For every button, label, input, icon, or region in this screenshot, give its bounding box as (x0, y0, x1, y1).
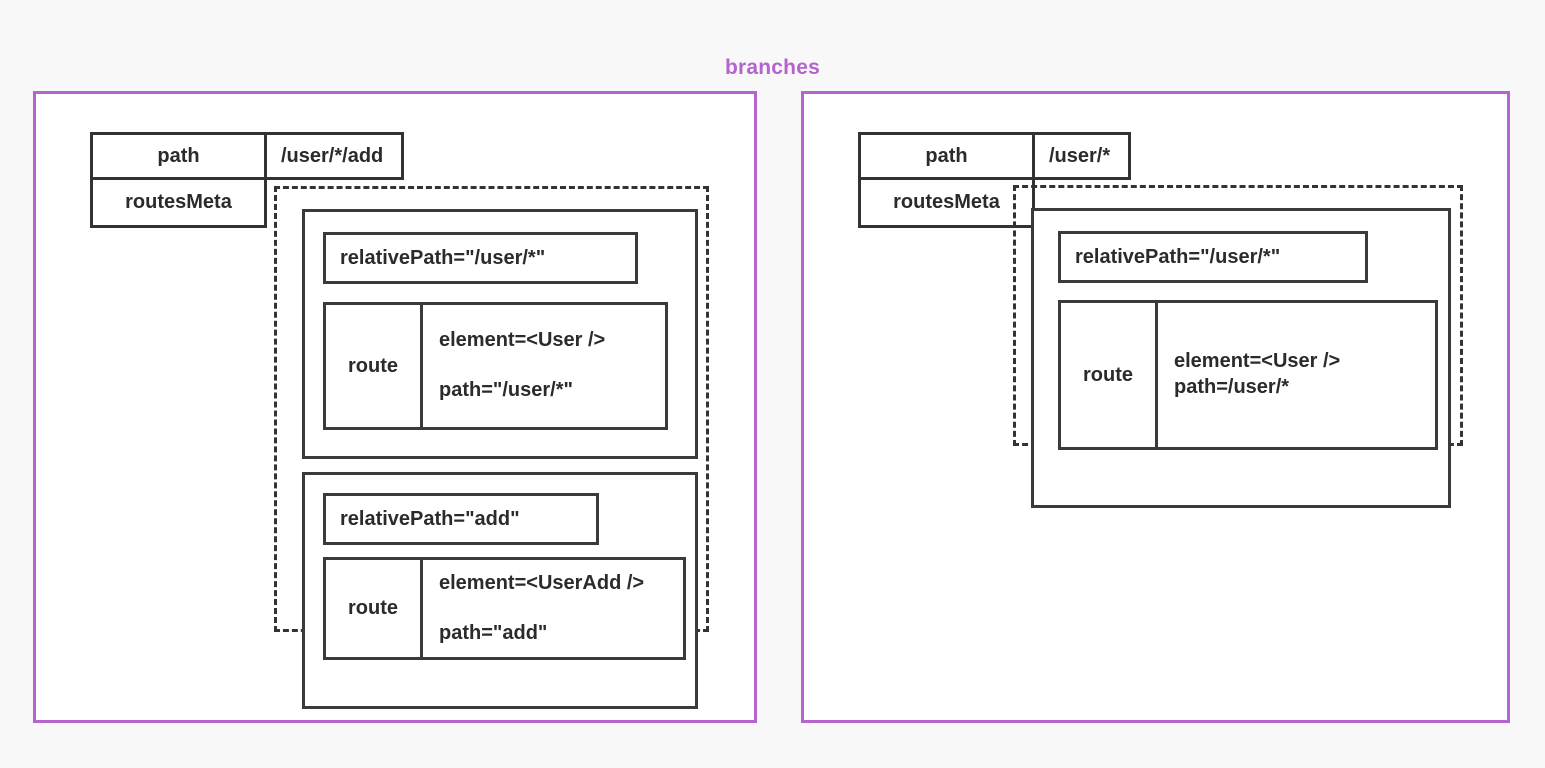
meta-value-path: /user/* (1032, 132, 1132, 180)
meta-row-routes-meta: routesMeta (858, 180, 1131, 228)
relative-path-box: relativePath="add" (323, 493, 599, 545)
branch-item: relativePath="/user/*" route element=<Us… (1031, 208, 1451, 508)
meta-row-path: path /user/*/add (90, 132, 405, 180)
route-attributes: element=<UserAdd /> path="add" (420, 557, 686, 660)
meta-key-path: path (858, 132, 1035, 180)
route-label: route (323, 302, 423, 430)
relative-path-box: relativePath="/user/*" (323, 232, 638, 284)
route-attr-path: path="add" (439, 621, 548, 644)
route-table: route element=<User /> path="/user/*" (323, 302, 668, 430)
branch-panel-right: path /user/* routesMeta relativePath="/u… (801, 91, 1510, 723)
meta-table-left: path /user/*/add routesMeta (90, 132, 405, 228)
branch-item: relativePath="add" route element=<UserAd… (302, 472, 698, 709)
route-attributes: element=<User /> path=/user/* (1155, 300, 1438, 450)
route-attr-element: element=<User /> (439, 329, 606, 352)
branch-item: relativePath="/user/*" route element=<Us… (302, 209, 698, 459)
meta-key-routes-meta: routesMeta (90, 180, 267, 228)
route-table: route element=<UserAdd /> path="add" (323, 557, 686, 660)
route-attr-path: path="/user/*" (439, 379, 574, 401)
route-table: route element=<User /> path=/user/* (1058, 300, 1438, 450)
branch-panel-left: path /user/*/add routesMeta relativePath… (33, 91, 757, 723)
meta-value-path: /user/*/add (264, 132, 405, 180)
routes-meta-container-right: relativePath="/user/*" route element=<Us… (1013, 185, 1463, 508)
meta-row-path: path /user/* (858, 132, 1132, 180)
meta-row-routes-meta: routesMeta (90, 180, 404, 228)
relative-path-box: relativePath="/user/*" (1058, 231, 1368, 283)
route-attr-element: element=<User /> (1174, 350, 1341, 373)
meta-key-routes-meta: routesMeta (858, 180, 1035, 228)
meta-key-path: path (90, 132, 267, 180)
route-label: route (323, 557, 423, 660)
route-label: route (1058, 300, 1158, 450)
page-title: branches (725, 56, 820, 79)
route-attributes: element=<User /> path="/user/*" (420, 302, 668, 430)
routes-meta-container-left: relativePath="/user/*" route element=<Us… (274, 186, 709, 709)
route-attr-element: element=<UserAdd /> (439, 571, 645, 594)
route-attr-path: path=/user/* (1174, 376, 1290, 398)
meta-table-right: path /user/* routesMeta (858, 132, 1132, 228)
